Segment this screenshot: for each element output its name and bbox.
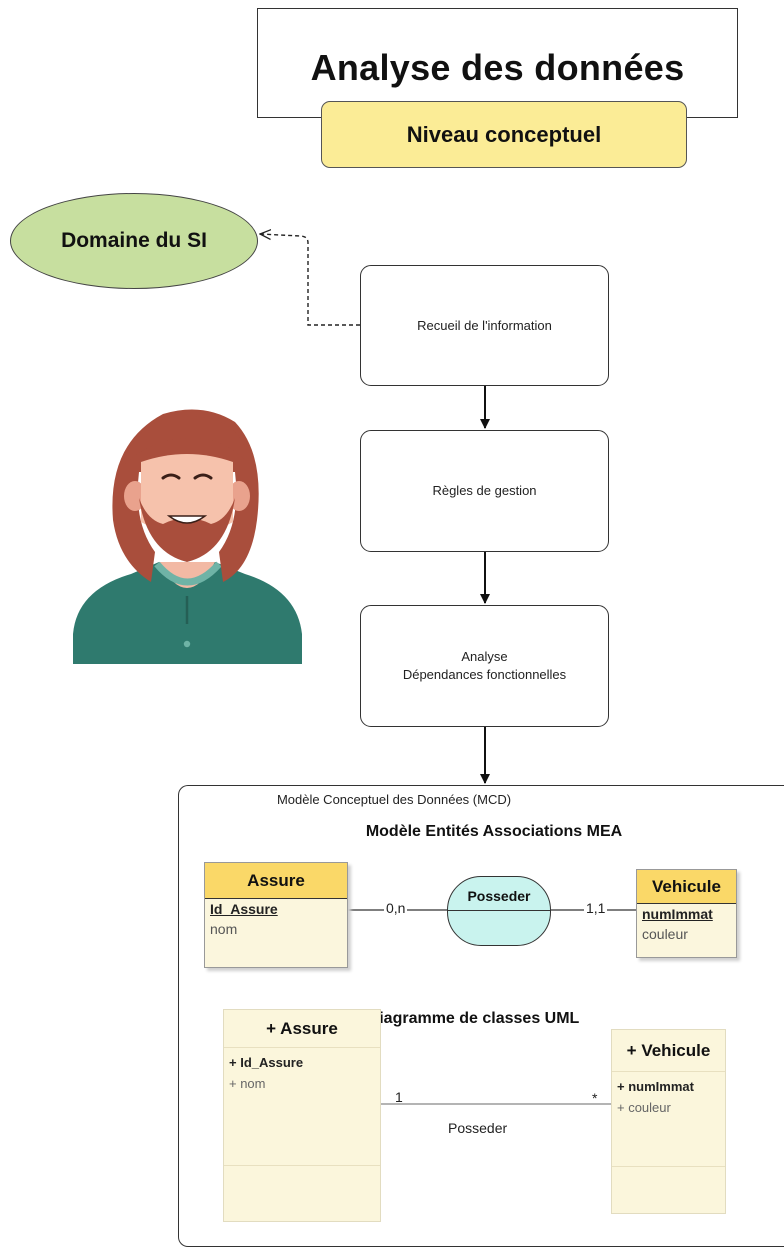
step-recueil: Recueil de l'information — [360, 265, 609, 386]
uml-class-vehicule-name: + Vehicule — [612, 1030, 725, 1072]
uml-assure-attribute: + nom — [229, 1076, 266, 1091]
uml-multiplicity-vehicule: * — [592, 1090, 598, 1106]
entity-vehicule: Vehicule numImmat couleur — [636, 869, 737, 958]
uml-vehicule-key: + numImmat — [617, 1079, 694, 1094]
step-regles: Règles de gestion — [360, 430, 609, 552]
entity-assure: Assure Id_Assure nom — [204, 862, 348, 968]
mcd-frame-label: Modèle Conceptuel des Données (MCD) — [276, 792, 512, 807]
entity-assure-name: Assure — [205, 863, 347, 899]
uml-class-vehicule: + Vehicule + numImmat + couleur — [611, 1029, 726, 1214]
uml-class-assure: + Assure + Id_Assure + nom — [223, 1009, 381, 1222]
cardinality-vehicule: 1,1 — [584, 900, 608, 916]
entity-assure-attribute: nom — [210, 921, 238, 937]
entity-vehicule-attribute: couleur — [642, 926, 688, 942]
entity-vehicule-name: Vehicule — [637, 870, 736, 904]
entity-assure-key: Id_Assure — [210, 901, 278, 917]
person-avatar-icon — [73, 402, 303, 669]
uml-association-label: Posseder — [448, 1120, 508, 1136]
association-divider — [448, 910, 550, 911]
uml-multiplicity-assure: 1 — [395, 1089, 403, 1105]
page-subtitle: Niveau conceptuel — [321, 101, 687, 168]
association-posseder-label: Posseder — [467, 888, 531, 904]
uml-vehicule-attribute: + couleur — [617, 1100, 671, 1115]
uml-title: Diagramme de classes UML — [367, 1010, 580, 1027]
domain-node: Domaine du SI — [10, 193, 258, 289]
mea-title: Modèle Entités Associations MEA — [365, 823, 623, 840]
entity-vehicule-key: numImmat — [642, 906, 713, 922]
uml-assure-key: + Id_Assure — [229, 1055, 304, 1070]
dashed-link-to-domain — [260, 234, 360, 326]
association-posseder: Posseder — [447, 876, 551, 946]
uml-class-assure-name: + Assure — [224, 1010, 380, 1048]
cardinality-assure: 0,n — [384, 900, 408, 916]
step-analyse: Analyse Dépendances fonctionnelles — [360, 605, 609, 727]
